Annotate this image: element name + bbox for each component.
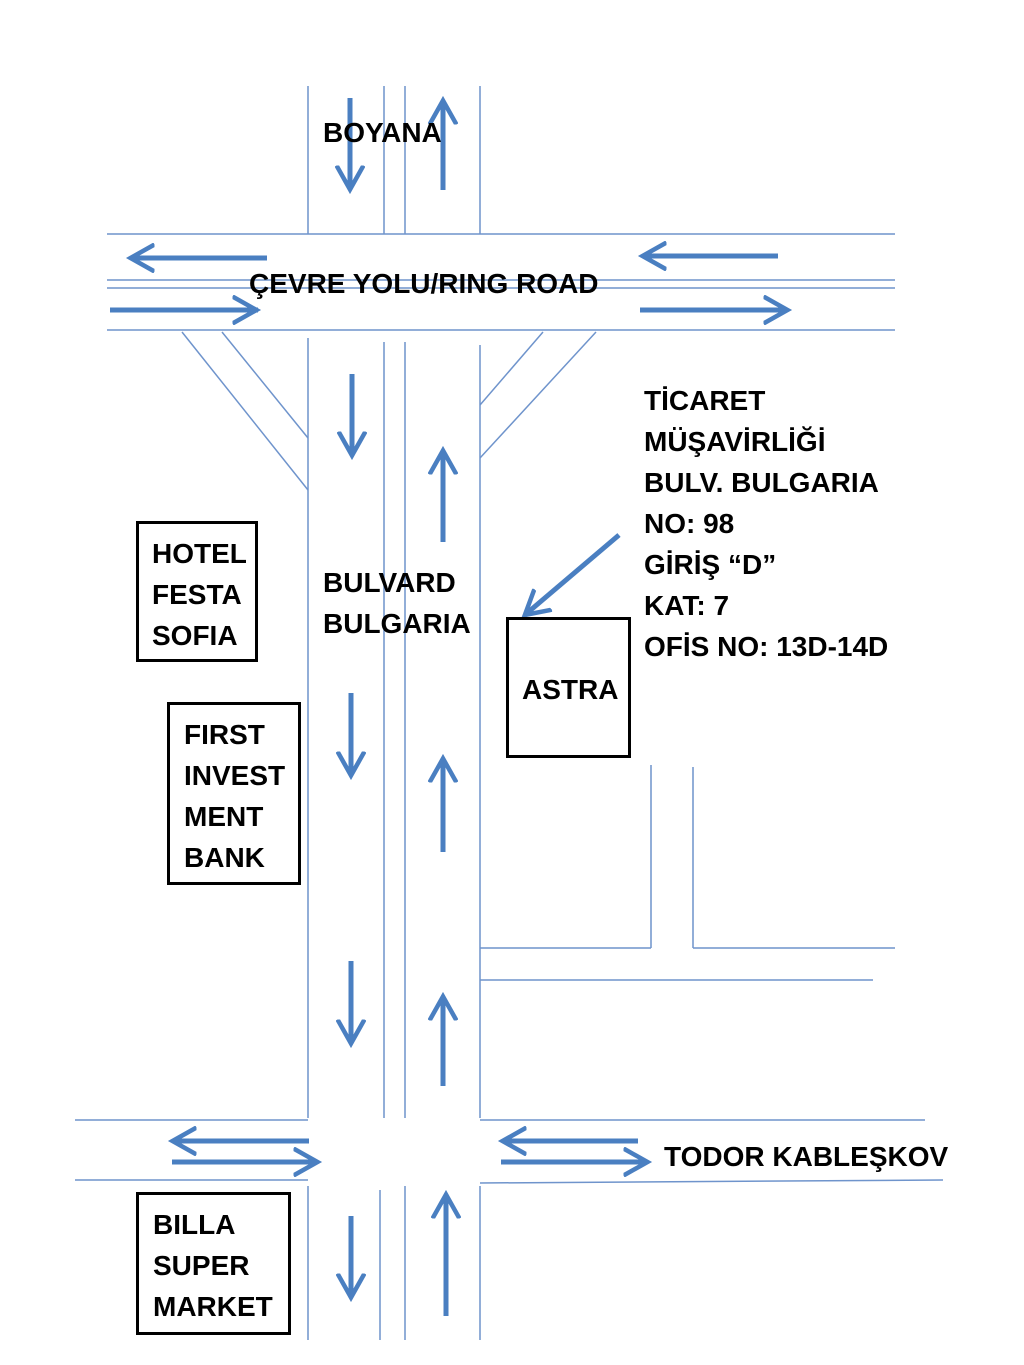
landmark-label-line: MENT (184, 801, 264, 832)
landmark-label-line: MARKET (153, 1291, 273, 1322)
road-lines (75, 86, 944, 1340)
address-line: BULV. BULGARIA (644, 467, 879, 498)
ring-road-label: ÇEVRE YOLU/RING ROAD (249, 268, 599, 299)
address-line: OFİS NO: 13D-14D (644, 631, 889, 662)
astra-building-box: ASTRA (506, 617, 631, 758)
pointer-arrow-astra (526, 533, 621, 614)
landmark-label-line: BANK (184, 842, 265, 873)
todor-kableskov-label: TODOR KABLEŞKOV (664, 1141, 949, 1172)
trade-office-address: TİCARET MÜŞAVİRLİĞİ BULV. BULGARIA NO: 9… (644, 380, 888, 667)
address-line: GİRİŞ “D” (644, 549, 777, 580)
address-line: MÜŞAVİRLİĞİ (644, 426, 826, 457)
address-line: NO: 98 (644, 508, 735, 539)
boulevard-label-line: BULVARD (323, 567, 456, 598)
boulevard-label: BULVARD BULGARIA (323, 562, 471, 644)
hotel-festa-sofia-box: HOTEL FESTA SOFIA (136, 521, 258, 662)
billa-supermarket-box: BILLA SUPER MARKET (136, 1192, 291, 1335)
boulevard-label-line: BULGARIA (323, 608, 471, 639)
landmark-label-line: FESTA (152, 579, 242, 610)
landmark-label-line: HOTEL (152, 538, 247, 569)
landmark-label-line: INVEST (184, 760, 286, 791)
landmark-label-line: FIRST (184, 719, 265, 750)
landmark-label-line: SOFIA (152, 620, 238, 651)
landmark-label-line: BILLA (153, 1209, 236, 1240)
landmark-label-line: SUPER (153, 1250, 250, 1281)
boyana-label: BOYANA (323, 117, 442, 148)
first-investment-bank-box: FIRST INVEST MENT BANK (167, 702, 301, 885)
landmark-label-line: ASTRA (522, 674, 619, 705)
address-line: TİCARET (644, 385, 766, 416)
address-line: KAT: 7 (644, 590, 730, 621)
traffic-arrows (110, 98, 786, 1316)
